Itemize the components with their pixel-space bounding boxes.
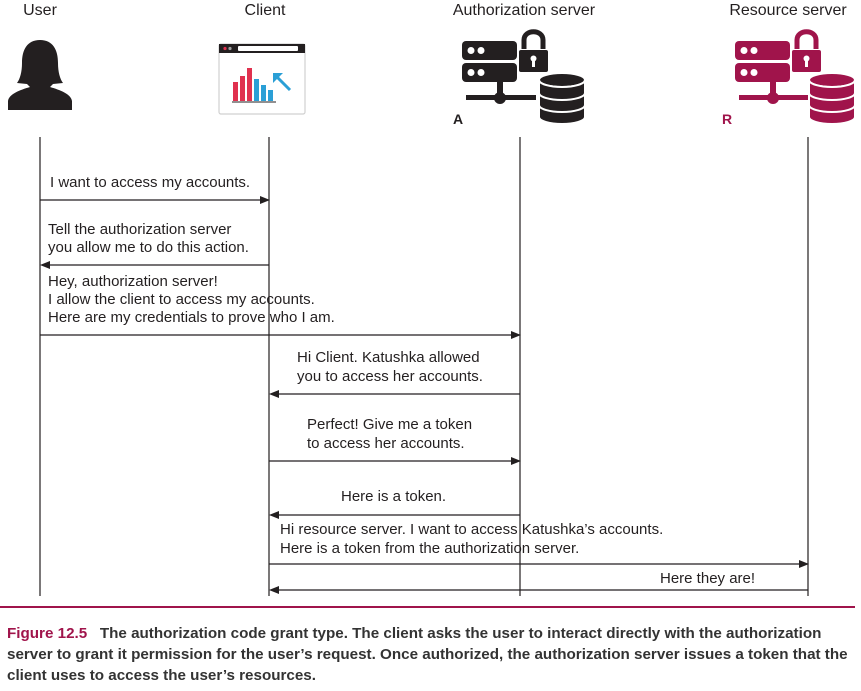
resource-server-badge: R (722, 111, 732, 127)
message-line: you to access her accounts. (297, 368, 483, 385)
message-line: Perfect! Give me a token (307, 416, 472, 433)
actor-label-client: Client (245, 2, 286, 19)
svg-text:Perfect! Give me a token: Perfect! Give me a token to access her a… (307, 416, 476, 452)
message-resource-server-to-client: Here they are! (269, 570, 808, 594)
svg-text:Hi Client. Katushka allowed: Hi Client. Katushka allowed you to acces… (297, 349, 484, 385)
message-line: I allow the client to access my accounts… (48, 291, 315, 308)
figure-caption: Figure 12.5 The authorization code grant… (7, 623, 852, 686)
figure-number: Figure 12.5 (7, 625, 88, 642)
server-lock-database-icon (462, 29, 586, 125)
message-line: Here they are! (660, 570, 755, 587)
message-user-to-client: I want to access my accounts. (40, 174, 270, 204)
message-line: Tell the authorization server (48, 221, 231, 238)
message-line: Hi resource server. I want to access Kat… (280, 521, 663, 538)
actor-label-resource-server: Resource server (729, 2, 847, 19)
actor-label-auth-server: Authorization server (453, 2, 596, 19)
svg-text:Hey, authorization server!: Hey, authorization server! I allow the c… (48, 273, 335, 326)
message-line: Here is a token from the authorization s… (280, 540, 579, 557)
svg-text:I want to access my accounts.: I want to access my accounts. (50, 174, 250, 191)
server-lock-database-icon (735, 29, 856, 125)
message-line: Here is a token. (341, 488, 446, 505)
message-line: I want to access my accounts. (50, 174, 250, 191)
caption-text: The authorization code grant type. The c… (7, 625, 848, 684)
user-silhouette-icon (8, 40, 72, 110)
message-line: to access her accounts. (307, 435, 465, 452)
message-line: you allow me to do this action. (48, 239, 249, 256)
message-client-to-auth-server: Perfect! Give me a token to access her a… (269, 416, 521, 465)
svg-text:Here is a token.: Here is a token. (341, 488, 446, 505)
message-token-to-client: Here is a token. (269, 488, 520, 519)
actor-label-user: User (23, 2, 57, 19)
message-user-to-auth-server: Hey, authorization server! I allow the c… (40, 273, 521, 339)
caption-rule (0, 606, 855, 608)
message-line: Hey, authorization server! (48, 273, 218, 290)
svg-text:Tell the authorization server: Tell the authorization server you allow … (48, 221, 249, 256)
message-auth-server-to-client: Hi Client. Katushka allowed you to acces… (269, 349, 520, 398)
message-line: Hi Client. Katushka allowed (297, 349, 480, 366)
message-client-to-resource-server: Hi resource server. I want to access Kat… (269, 521, 809, 568)
sequence-diagram: User Client Authorization server Resourc… (8, 2, 856, 596)
svg-text:Hi resource server. I want to: Hi resource server. I want to access Kat… (280, 521, 667, 557)
message-line: Here are my credentials to prove who I a… (48, 309, 335, 326)
svg-text:Here they are!: Here they are! (660, 570, 755, 587)
message-client-to-user: Tell the authorization server you allow … (40, 221, 269, 269)
auth-server-badge: A (453, 111, 463, 127)
browser-window-chart-icon (218, 43, 306, 115)
